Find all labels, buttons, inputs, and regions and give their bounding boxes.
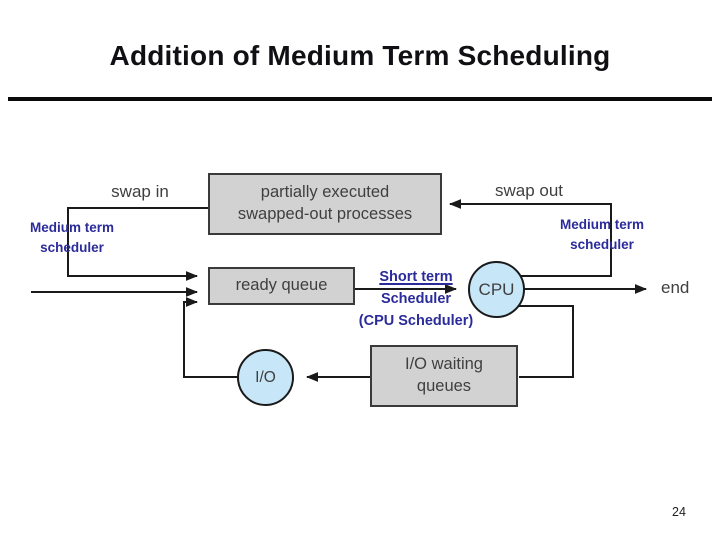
medium-term-scheduler-right-label: Medium term scheduler: [544, 215, 660, 256]
title-divider: [8, 97, 712, 101]
swapped-out-processes-box: partially executed swapped-out processes: [208, 173, 442, 235]
io-node: I/O: [237, 349, 294, 406]
medium-term-right-line2: scheduler: [570, 237, 634, 253]
io-waiting-line2: queues: [416, 377, 472, 395]
short-term-line3: (CPU Scheduler): [358, 313, 474, 329]
short-term-line1: Short term: [379, 269, 453, 285]
short-term-scheduler-label: Short term Scheduler (CPU Scheduler): [343, 266, 489, 332]
medium-term-left-line2: scheduler: [40, 240, 104, 256]
medium-term-scheduler-left-label: Medium term scheduler: [14, 218, 130, 259]
io-return-line: [183, 297, 238, 378]
swap-out-label: swap out: [494, 181, 564, 200]
ready-queue-box: ready queue: [208, 267, 355, 305]
swapped-out-line1: partially executed: [260, 183, 390, 202]
io-label: I/O: [255, 368, 276, 386]
io-waiting-line1: I/O waiting: [405, 355, 483, 374]
short-term-line2: Scheduler: [380, 291, 452, 307]
ready-queue-label: ready queue: [235, 276, 328, 295]
medium-term-right-line1: Medium term: [559, 217, 644, 232]
cpu-label: CPU: [478, 279, 515, 299]
swap-in-line: [67, 207, 208, 281]
swap-out-line: [449, 199, 612, 277]
io-waiting-queues-box: I/O waiting queues: [370, 345, 518, 407]
cpu-node: CPU: [468, 261, 525, 318]
end-label: end: [661, 278, 690, 297]
page-number: 24: [672, 505, 686, 519]
slide-title: Addition of Medium Term Scheduling: [109, 40, 611, 71]
cpu-to-ioqueue-line: [517, 305, 574, 378]
swap-in-label: swap in: [111, 182, 169, 201]
swapped-out-line2: swapped-out processes: [237, 205, 413, 223]
medium-term-left-line1: Medium term: [29, 220, 114, 235]
